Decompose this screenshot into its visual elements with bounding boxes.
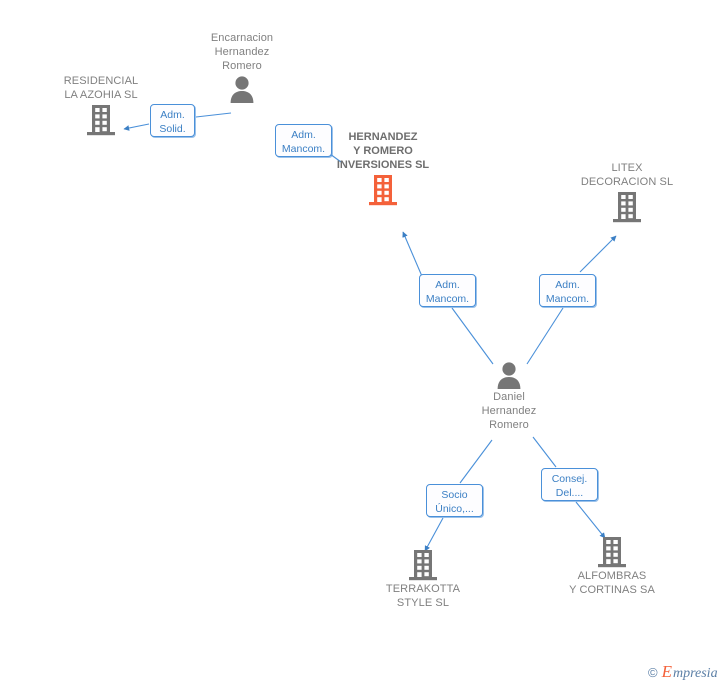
edge-encarnacion-to-adm-solid <box>195 112 232 118</box>
node-label: LITEX DECORACION SL <box>580 162 674 189</box>
node-label: HERNANDEZ Y ROMERO INVERSIONES SL <box>336 131 430 172</box>
node-label: Daniel Hernandez Romero <box>481 391 537 432</box>
relation-socio-unico[interactable]: Socio Único,... <box>426 484 483 517</box>
node-terrakotta-style[interactable]: TERRAKOTTA STYLE SL <box>348 549 498 610</box>
building-icon <box>613 192 641 223</box>
node-alfombras-y-cortinas[interactable]: ALFOMBRAS Y CORTINAS SA <box>537 536 687 597</box>
building-icon-highlighted <box>369 175 397 206</box>
building-icon <box>87 105 115 136</box>
edge-daniel-to-adm-mancom-right <box>526 307 564 365</box>
person-icon <box>497 362 521 389</box>
building-icon <box>598 537 626 568</box>
node-label: TERRAKOTTA STYLE SL <box>385 583 461 610</box>
watermark: © E mpresia <box>648 663 718 682</box>
node-label: RESIDENCIAL LA AZOHIA SL <box>63 75 139 102</box>
edge-adm-mancom-to-litex <box>579 235 617 273</box>
node-hernandez-y-romero-inversiones[interactable]: HERNANDEZ Y ROMERO INVERSIONES SL <box>308 130 458 206</box>
relation-adm-solid[interactable]: Adm. Solid. <box>150 104 195 137</box>
relation-adm-mancom-encarnacion[interactable]: Adm. Mancom. <box>275 124 332 157</box>
node-litex-decoracion[interactable]: LITEX DECORACION SL <box>552 161 702 223</box>
node-daniel-hernandez-romero[interactable]: Daniel Hernandez Romero <box>434 361 584 432</box>
person-icon <box>230 76 254 104</box>
relation-adm-mancom-daniel-litex[interactable]: Adm. Mancom. <box>539 274 596 307</box>
edge-daniel-to-consej-del <box>532 436 557 468</box>
relation-adm-mancom-daniel-inversiones[interactable]: Adm. Mancom. <box>419 274 476 307</box>
brand-initial: E <box>661 662 672 681</box>
relation-consej-del[interactable]: Consej. Del.... <box>541 468 598 501</box>
edge-daniel-to-adm-mancom-left <box>451 307 494 365</box>
node-label: ALFOMBRAS Y CORTINAS SA <box>569 570 655 597</box>
edge-daniel-to-socio-unico <box>459 439 493 484</box>
edge-consej-del-to-alfombras <box>575 501 606 539</box>
node-label: Encarnacion Hernandez Romero <box>210 32 274 73</box>
node-encarnacion-hernandez-romero[interactable]: Encarnacion Hernandez Romero <box>167 31 317 104</box>
brand-name: mpresia <box>672 666 718 681</box>
node-residencial-la-azohia[interactable]: RESIDENCIAL LA AZOHIA SL <box>26 74 176 136</box>
edge-socio-unico-to-terrakotta <box>424 517 444 552</box>
copyright-icon: © <box>648 665 658 680</box>
building-icon <box>409 550 437 581</box>
